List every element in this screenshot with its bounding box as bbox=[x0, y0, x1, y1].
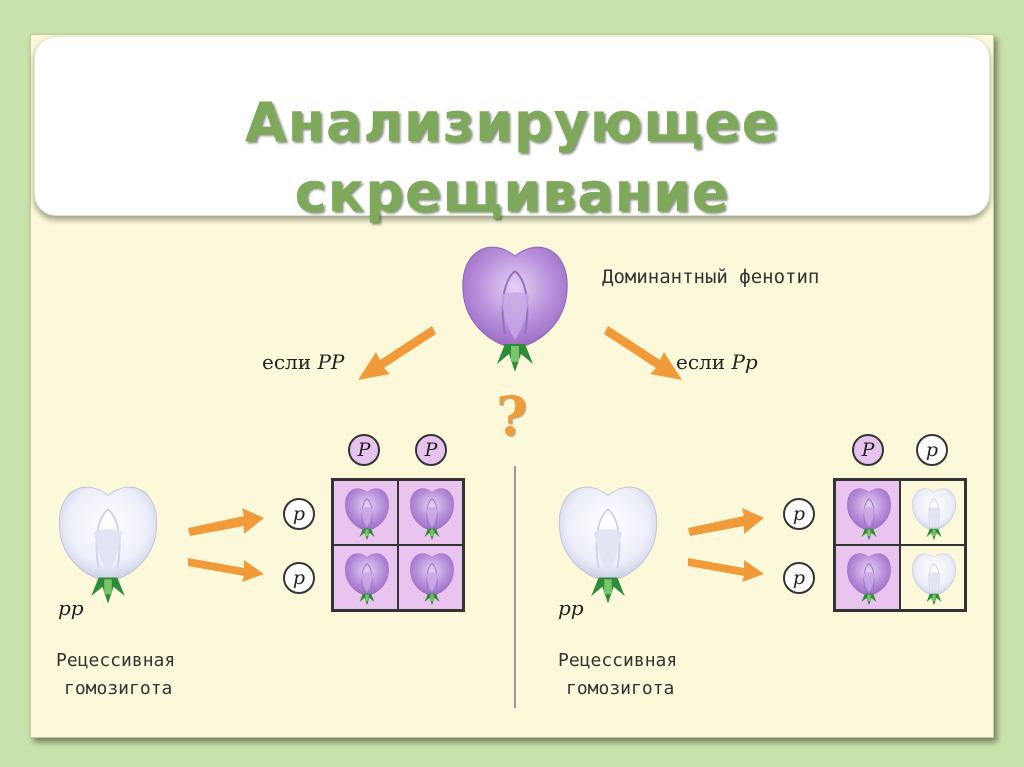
right-cell-2 bbox=[900, 480, 965, 545]
purple-flower-icon bbox=[342, 484, 392, 542]
right-punnett-grid bbox=[833, 478, 967, 612]
left-side-gamete-2: p bbox=[283, 562, 315, 594]
title-line-2: скрещивание bbox=[294, 161, 730, 224]
left-parent-label-1: Рецессивная bbox=[56, 650, 176, 671]
white-flower-icon bbox=[909, 549, 959, 607]
arrow-down-left-icon bbox=[358, 326, 436, 380]
left-top-gamete-1: P bbox=[348, 434, 380, 466]
right-cell-3 bbox=[835, 545, 900, 610]
left-side-gamete-1: p bbox=[283, 498, 315, 530]
left-arrow-lower-icon bbox=[188, 558, 264, 582]
left-parent-label-2: гомозигота bbox=[64, 678, 173, 699]
left-condition-prefix: если bbox=[262, 350, 312, 374]
right-parent-label-1: Рецессивная bbox=[558, 650, 678, 671]
right-cell-1 bbox=[835, 480, 900, 545]
title-line-1: Анализирующее bbox=[244, 91, 780, 154]
right-parent-genotype: pp bbox=[558, 596, 584, 620]
dominant-flower-icon bbox=[455, 236, 575, 376]
right-condition: если Pp bbox=[676, 350, 758, 374]
left-condition-genotype: PP bbox=[317, 350, 345, 374]
right-arrow-lower-icon bbox=[688, 558, 764, 582]
center-divider bbox=[514, 466, 516, 708]
right-arrow-upper-icon bbox=[688, 508, 764, 536]
purple-flower-icon bbox=[844, 549, 894, 607]
right-cell-4 bbox=[900, 545, 965, 610]
left-arrow-upper-icon bbox=[188, 508, 264, 536]
right-top-gamete-1: P bbox=[852, 434, 884, 466]
left-cell-1 bbox=[333, 480, 398, 545]
left-punnett-grid bbox=[331, 478, 465, 612]
right-condition-genotype: Pp bbox=[731, 350, 758, 374]
arrow-down-right-icon bbox=[604, 326, 682, 380]
right-top-gamete-2: p bbox=[916, 434, 948, 466]
right-recessive-flower-icon bbox=[552, 476, 664, 608]
left-top-gamete-2: P bbox=[415, 434, 447, 466]
white-flower-icon bbox=[909, 484, 959, 542]
right-side-gamete-1: p bbox=[783, 498, 815, 530]
purple-flower-icon bbox=[342, 549, 392, 607]
right-side-gamete-2: p bbox=[783, 562, 815, 594]
left-cell-2 bbox=[398, 480, 463, 545]
dominant-phenotype-label: Доминантный фенотип bbox=[602, 266, 820, 288]
title-box: Анализирующее скрещивание bbox=[34, 36, 990, 224]
left-cell-3 bbox=[333, 545, 398, 610]
right-parent-label-2: гомозигота bbox=[566, 678, 675, 699]
purple-flower-icon bbox=[407, 549, 457, 607]
left-cell-4 bbox=[398, 545, 463, 610]
question-mark: ? bbox=[496, 384, 528, 448]
left-recessive-flower-icon bbox=[52, 476, 164, 608]
left-condition: если PP bbox=[262, 350, 344, 374]
purple-flower-icon bbox=[844, 484, 894, 542]
purple-flower-icon bbox=[407, 484, 457, 542]
left-parent-genotype: pp bbox=[58, 596, 84, 620]
right-condition-prefix: если bbox=[676, 350, 726, 374]
